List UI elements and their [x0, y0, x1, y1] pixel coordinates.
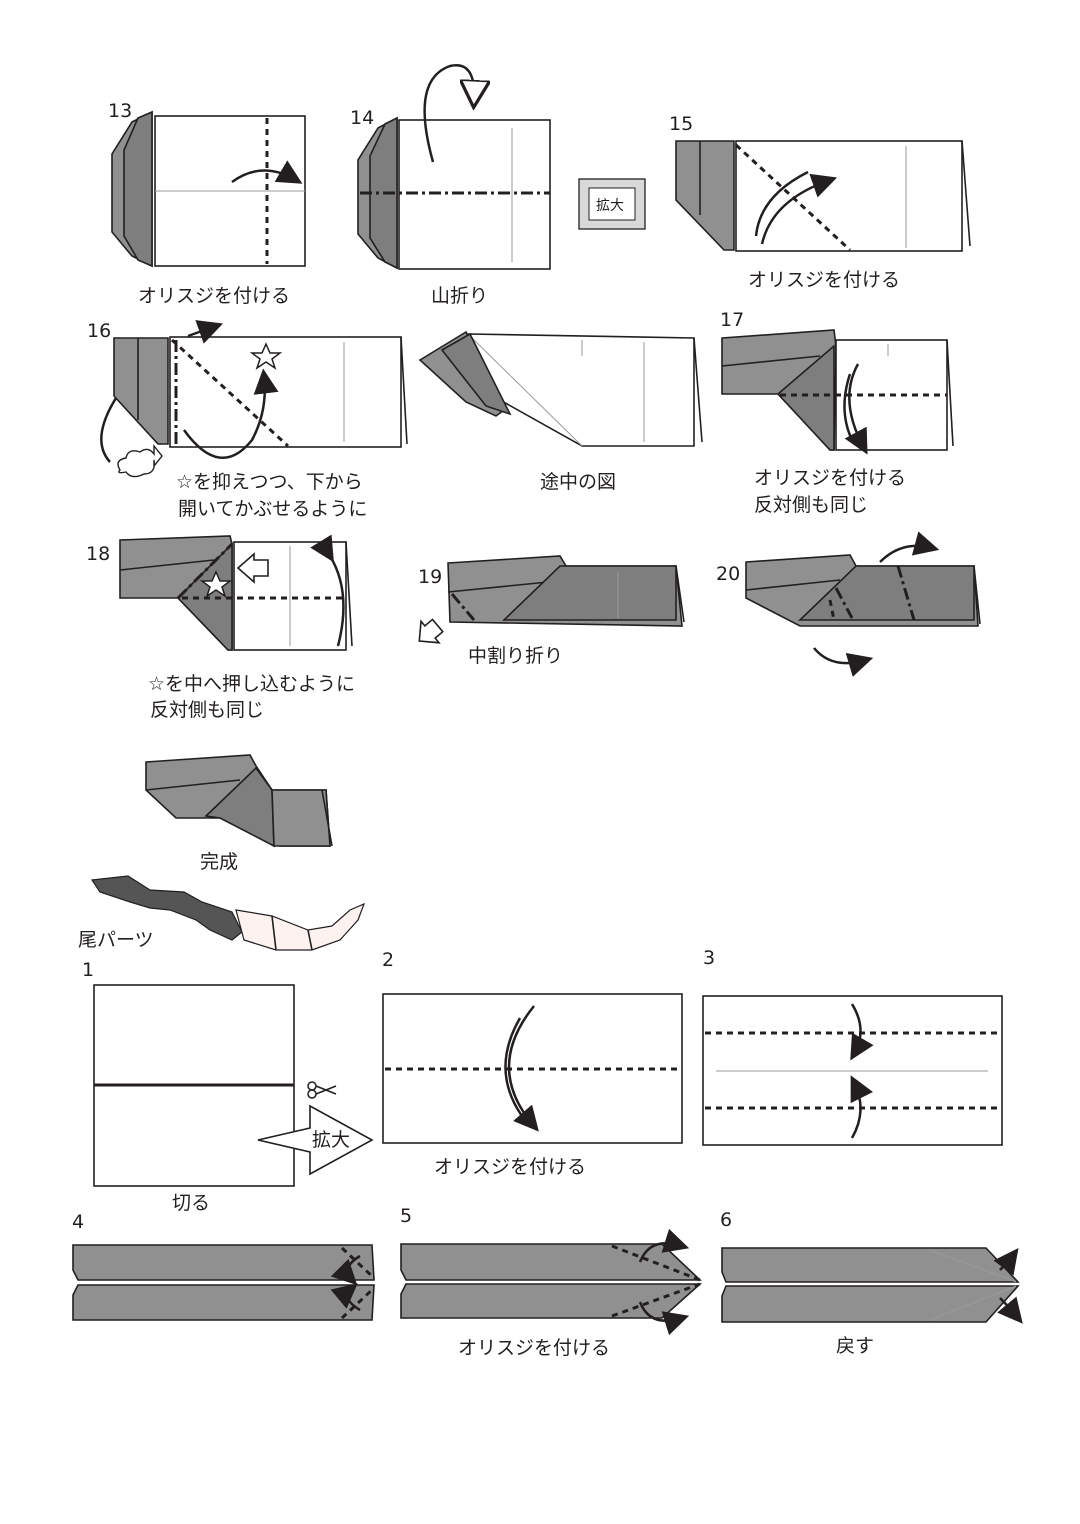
open-arrow-icon [117, 444, 163, 478]
tail-step-5: 5 オリスジを付ける [400, 1205, 703, 1359]
step-17-number: 17 [720, 309, 744, 331]
step-16-progress: 途中の図 [418, 330, 703, 493]
tail-step-1: 1 拡大 切る [82, 959, 374, 1214]
step-16-number: 16 [87, 320, 111, 342]
tail-step-1-number: 1 [82, 959, 94, 981]
completed-model: 完成 [145, 754, 333, 873]
step-14-caption: 山折り [431, 285, 488, 307]
scissors-icon [307, 1081, 337, 1099]
step-14-number: 14 [350, 107, 374, 129]
step-17-caption-2: 反対側も同じ [754, 494, 868, 516]
fold-arrow-icon [231, 160, 303, 184]
tail-step-5-caption: オリスジを付ける [458, 1337, 610, 1359]
tail-step-1-zoom: 拡大 [312, 1129, 350, 1151]
tail-step-4: 4 [72, 1211, 376, 1321]
step-13: 13 オリスジを付ける [108, 100, 306, 307]
step-16: 16 ☆を抑えつつ、下から 開いてかぶせるように [87, 320, 408, 520]
zoom-label: 拡大 [596, 198, 624, 214]
step-18: 18 ☆を中へ押し込むように 反対側も同じ [86, 534, 355, 721]
star-icon [199, 570, 233, 598]
tail-step-3-number: 3 [703, 947, 715, 969]
step-15-number: 15 [669, 113, 693, 135]
step-18-caption-1: ☆を中へ押し込むように [148, 673, 355, 695]
step-14: 14 山折り [350, 63, 551, 307]
step-18-caption-2: 反対側も同じ [150, 699, 264, 721]
tail-parts-preview: 尾パーツ [78, 875, 366, 951]
tail-step-2-number: 2 [382, 949, 394, 971]
step-19-caption: 中割り折り [468, 645, 563, 667]
step-15-caption: オリスジを付ける [748, 269, 900, 291]
zoom-arrow-icon [257, 1104, 374, 1176]
fold-arrow-icon [507, 1005, 539, 1132]
fold-arrow-icon [760, 173, 838, 245]
push-arrow-icon [418, 618, 444, 644]
step-17: 17 オリスジを付ける 反対側も同じ [720, 309, 954, 516]
step-20-number: 20 [716, 563, 740, 585]
tail-caption: 尾パーツ [78, 929, 154, 951]
step-18-number: 18 [86, 543, 110, 565]
completed-caption: 完成 [200, 851, 238, 873]
step-16-caption-2: 開いてかぶせるように [178, 498, 367, 520]
tail-step-6-caption: 戻す [836, 1335, 874, 1357]
tail-step-2-caption: オリスジを付ける [434, 1156, 586, 1178]
tail-step-1-caption: 切る [172, 1192, 210, 1214]
mountain-fold-arrow-icon [423, 63, 475, 163]
tail-step-6-number: 6 [720, 1209, 732, 1231]
step-20: 20 [716, 531, 981, 677]
step-16b-caption: 途中の図 [540, 471, 616, 493]
step-19: 19 中割り折り [418, 555, 685, 667]
tail-step-3: 3 [702, 947, 1003, 1146]
tail-step-4-number: 4 [72, 1211, 84, 1233]
tail-step-2: 2 オリスジを付ける [382, 949, 683, 1178]
step-19-number: 19 [418, 566, 442, 588]
push-arrow-icon [236, 552, 269, 584]
magnify-icon: 拡大 [578, 178, 646, 230]
step-17-caption-1: オリスジを付ける [754, 467, 906, 489]
step-13-number: 13 [108, 100, 132, 122]
tail-step-6: 6 戻す [720, 1209, 1023, 1357]
step-15: 15 オリスジを付ける [669, 113, 971, 291]
star-icon [249, 342, 283, 370]
tail-step-5-number: 5 [400, 1205, 412, 1227]
step-13-caption: オリスジを付ける [138, 285, 290, 307]
step-16-caption-1: ☆を抑えつつ、下から [176, 471, 363, 493]
